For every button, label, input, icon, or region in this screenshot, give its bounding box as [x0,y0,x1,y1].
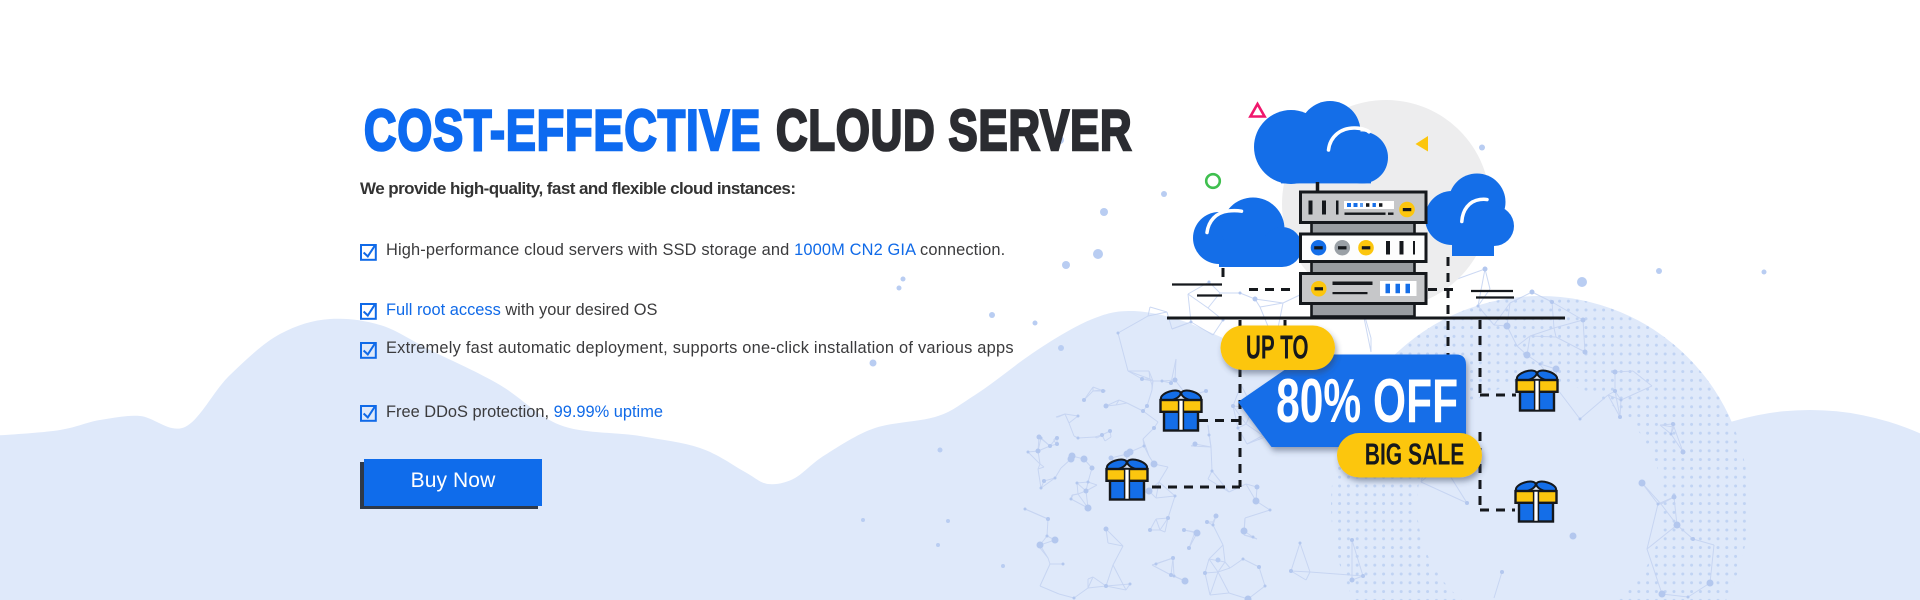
svg-text:BIG SALE: BIG SALE [1365,436,1465,471]
svg-text:UP TO: UP TO [1246,329,1309,366]
svg-text:80% OFF: 80% OFF [1276,367,1458,436]
